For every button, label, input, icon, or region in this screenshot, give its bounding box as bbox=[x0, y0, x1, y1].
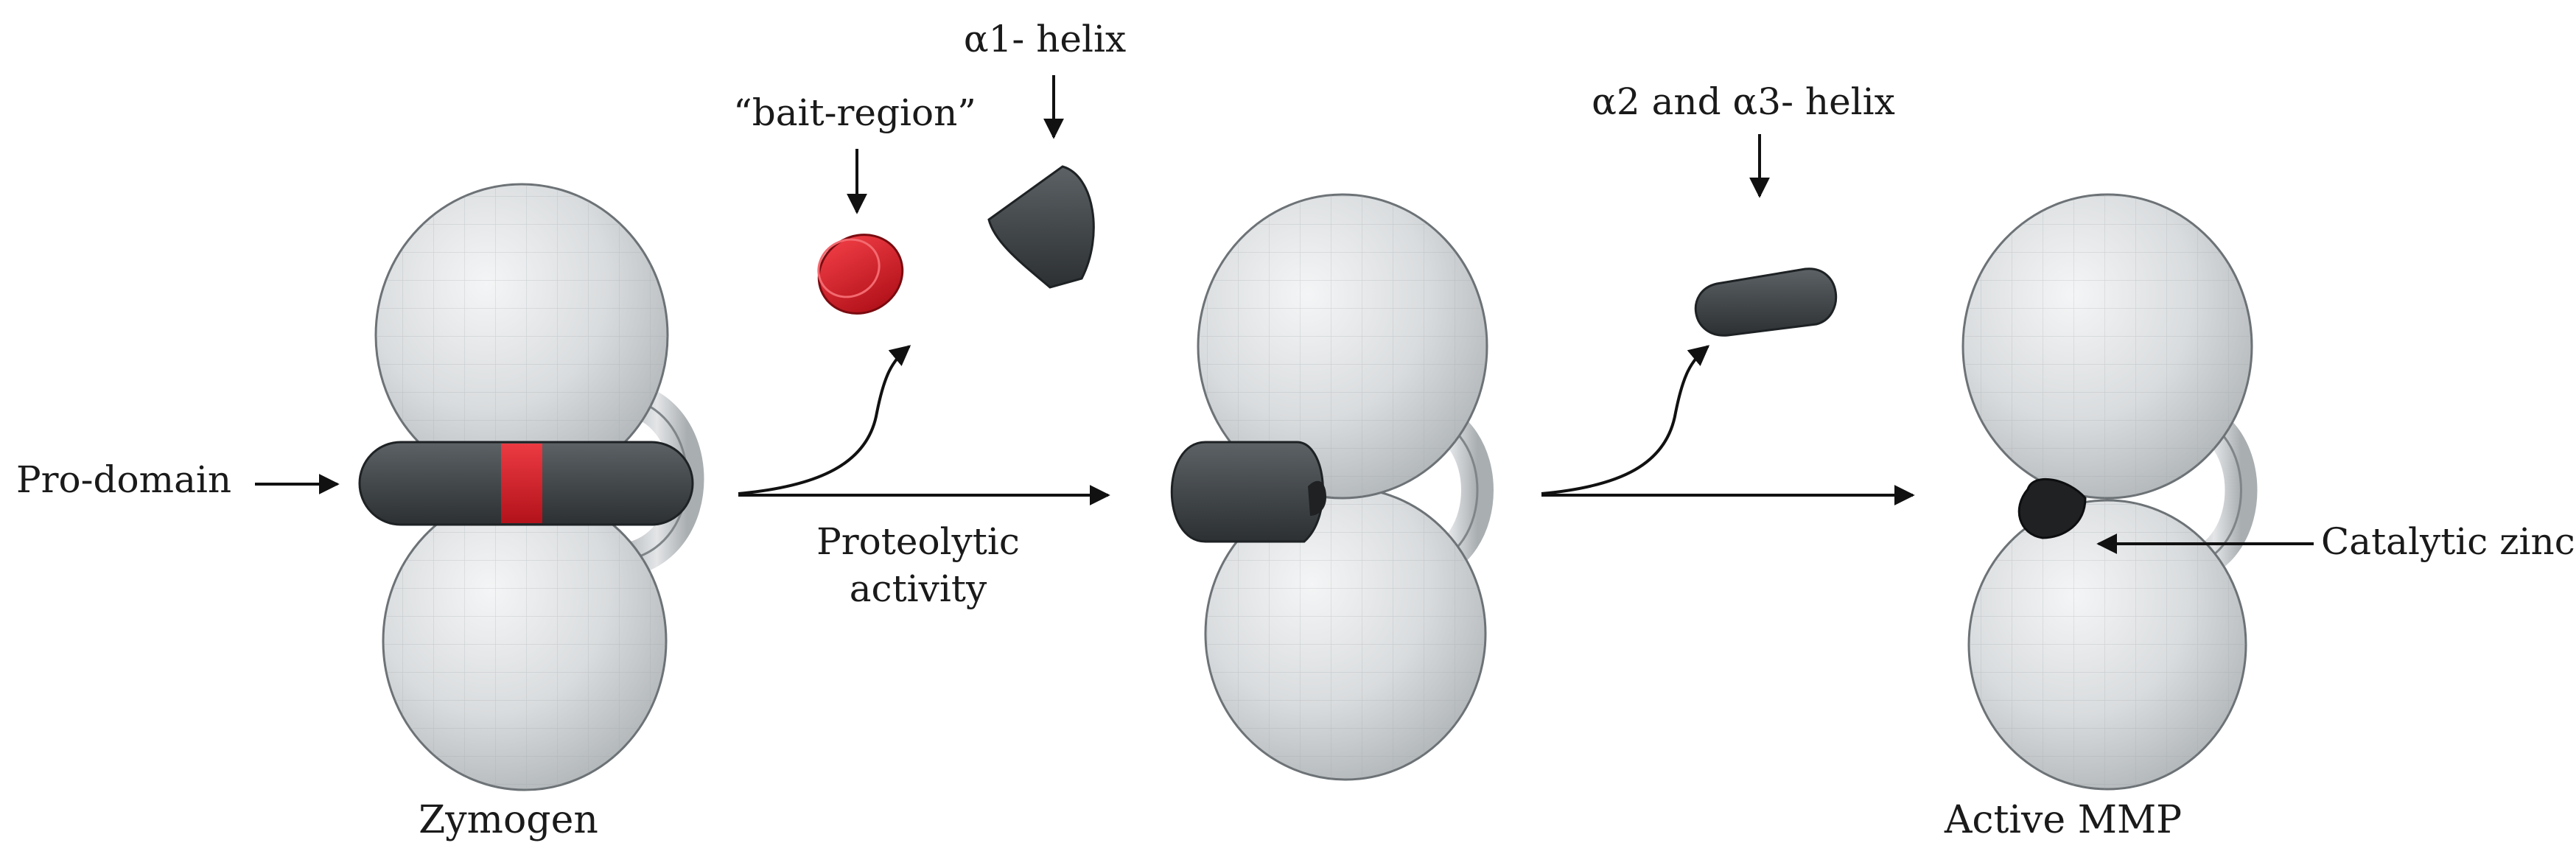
lower-lobe-sphere bbox=[1967, 499, 2247, 791]
bait-region-fragment bbox=[817, 234, 904, 315]
proteolytic-label-line2: activity bbox=[850, 567, 987, 610]
proteolytic-label-line1: Proteolytic bbox=[816, 520, 1020, 563]
zymogen-caption: Zymogen bbox=[419, 798, 598, 842]
bait-region-band bbox=[501, 444, 542, 523]
active-mmp-caption: Active MMP bbox=[1944, 798, 2182, 842]
lower-lobe-sphere bbox=[382, 491, 668, 791]
alpha2-alpha3-helix-fragment bbox=[1694, 267, 1838, 337]
step1-release-arrow bbox=[738, 345, 911, 495]
intermediate-structure bbox=[1170, 193, 1494, 781]
active-mmp-structure bbox=[1961, 193, 2258, 791]
catalytic-zinc-label: Catalytic zinc bbox=[2321, 520, 2575, 563]
alpha1-helix-fragment bbox=[987, 165, 1095, 289]
pro-domain-capsule bbox=[358, 441, 694, 526]
bait-region-label: “bait-region” bbox=[733, 91, 976, 134]
catalytic-zinc-pocket bbox=[2017, 477, 2087, 539]
pro-domain-label: Pro-domain bbox=[16, 458, 231, 501]
upper-lobe-sphere bbox=[1961, 193, 2253, 500]
upper-lobe-sphere bbox=[374, 183, 669, 488]
alpha2-alpha3-helix-label: α2 and α3- helix bbox=[1592, 80, 1895, 123]
step2-release-arrow bbox=[1541, 345, 1710, 495]
remaining-pro-domain bbox=[1170, 441, 1326, 543]
alpha1-helix-label: α1- helix bbox=[964, 18, 1126, 60]
zymogen-structure bbox=[358, 183, 704, 791]
upper-lobe-sphere bbox=[1197, 193, 1488, 500]
lower-lobe-sphere bbox=[1204, 486, 1487, 781]
